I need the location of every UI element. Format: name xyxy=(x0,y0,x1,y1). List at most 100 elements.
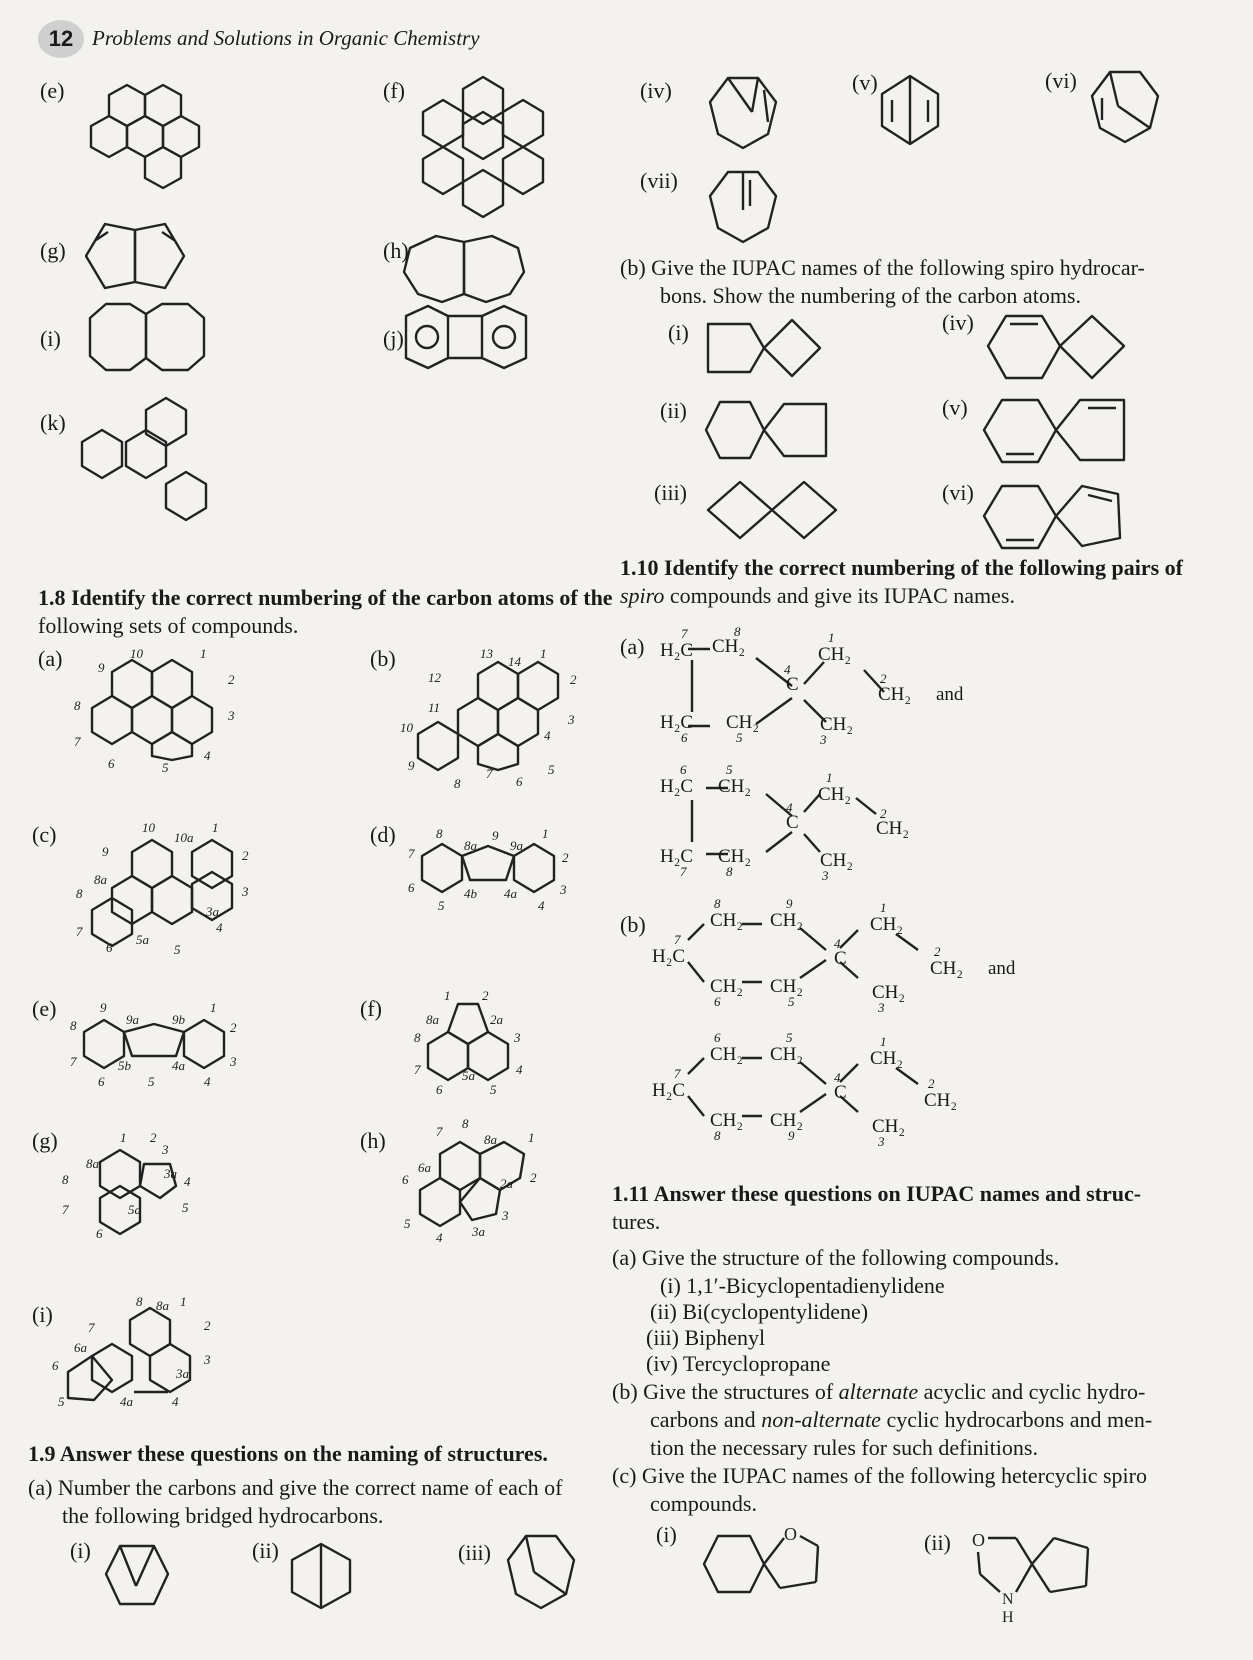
a1-c4: C xyxy=(786,674,799,695)
label-k-top: (k) xyxy=(40,410,66,435)
num-b-1: 1 xyxy=(540,646,547,661)
a2-c1: CH₂ xyxy=(818,784,852,805)
a1-n8: 8 xyxy=(734,624,741,639)
num-d-9: 9 xyxy=(492,828,499,843)
num-b-9: 9 xyxy=(408,758,415,773)
num-i-3: 3 xyxy=(203,1352,211,1367)
b2-c4: C xyxy=(834,1082,847,1103)
num-c-1: 1 xyxy=(212,820,219,835)
q110-line1-text: 1.10 Identify the correct numbering of t… xyxy=(620,555,1183,580)
num-e-9: 9 xyxy=(100,1000,107,1015)
numbered-compound-d: 8 8a 9 9a 1 2 3 4 4a 4b 5 6 7 xyxy=(408,826,569,913)
num-i-2: 2 xyxy=(204,1318,211,1333)
a1-c1: CH₂ xyxy=(818,644,852,665)
b2-c3: CH₂ xyxy=(872,1116,906,1137)
q111-b-line2: carbons and non-alternate cyclic hydroca… xyxy=(650,1406,1152,1433)
num-f-4: 4 xyxy=(516,1062,523,1077)
a2-c6: H₂C xyxy=(660,776,694,797)
oxazaspiro-ii-o-atom: O xyxy=(972,1530,985,1550)
numbered-benzopyrene-b: 13 14 1 2 3 4 5 6 7 8 9 10 11 12 xyxy=(400,646,577,791)
label-h-top: (h) xyxy=(383,238,409,263)
num-c-4: 4 xyxy=(216,920,223,935)
q111-c-label-i: (i) xyxy=(656,1522,677,1547)
triphenylene-structure xyxy=(80,396,208,522)
label-iv-bridged: (iv) xyxy=(640,78,672,103)
numbered-pyrene-a: 10 1 2 3 4 5 6 7 8 9 xyxy=(74,646,235,775)
a1-n6: 6 xyxy=(681,730,688,745)
a2-c2: CH₂ xyxy=(876,818,910,839)
a1-n5: 5 xyxy=(736,730,743,745)
q18-label-h: (h) xyxy=(360,1128,386,1153)
q19-line1-text: 1.9 Answer these questions on the naming… xyxy=(28,1441,548,1466)
num-i-8a: 8a xyxy=(156,1298,170,1313)
bicyclooctane-structure xyxy=(290,1542,352,1610)
q110-line2-rest: compounds and give its IUPAC names. xyxy=(664,583,1015,608)
label-g-top: (g) xyxy=(40,238,66,263)
b2-c8: CH₂ xyxy=(710,1110,744,1131)
num-f-8: 8 xyxy=(414,1030,421,1045)
q110-part-a: (a) xyxy=(620,634,645,659)
a1-n3: 3 xyxy=(820,732,827,747)
num-g-8: 8 xyxy=(62,1172,69,1187)
num-d-7: 7 xyxy=(408,846,415,861)
num-f-8a: 8a xyxy=(426,1012,440,1027)
heptalene-structure xyxy=(402,234,526,304)
q111-b2-rest: cyclic hydrocarbons and men- xyxy=(880,1407,1153,1432)
num-a-7: 7 xyxy=(74,734,81,749)
q18-label-d: (d) xyxy=(370,822,396,847)
q19b-label-vi: (vi) xyxy=(942,480,974,505)
num-a-9: 9 xyxy=(98,660,105,675)
num-a-6: 6 xyxy=(108,756,115,771)
b2-c6: CH₂ xyxy=(710,1044,744,1065)
numbered-compound-h: 7 8 8a 1 2 2a 3 3a 4 5 6 6a xyxy=(402,1116,537,1245)
q111-b2-pre: carbons and xyxy=(650,1407,762,1432)
num-h-5: 5 xyxy=(404,1216,411,1231)
q19b-label-v: (v) xyxy=(942,395,968,420)
b2-n3: 3 xyxy=(878,1134,885,1149)
num-e-8: 8 xyxy=(70,1018,77,1033)
q111-a-ii: (ii) Bi(cyclopentylidene) xyxy=(650,1299,869,1324)
a1-c7: H₂C xyxy=(660,640,694,661)
num-f-6: 6 xyxy=(436,1082,443,1097)
label-v-bridged: (v) xyxy=(852,70,878,95)
num-h-2a: 2a xyxy=(500,1176,514,1191)
q19-label-i: (i) xyxy=(70,1538,91,1563)
a2-n7: 7 xyxy=(680,864,687,879)
q18-label-b: (b) xyxy=(370,646,396,671)
b1-c6: CH₂ xyxy=(710,976,744,997)
num-i-8: 8 xyxy=(136,1294,143,1309)
num-b-11: 11 xyxy=(428,700,440,715)
q110-line2: spiro compounds and give its IUPAC names… xyxy=(620,582,1015,609)
a2-n8: 8 xyxy=(726,864,733,879)
num-b-2: 2 xyxy=(570,672,577,687)
num-g-7: 7 xyxy=(62,1202,69,1217)
num-i-4: 4 xyxy=(172,1394,179,1409)
q111-c-label-ii: (ii) xyxy=(924,1530,951,1555)
a2-n5: 5 xyxy=(726,762,733,777)
num-e-6: 6 xyxy=(98,1074,105,1089)
oxaspiro-i-o-atom: O xyxy=(784,1524,797,1544)
num-b-13: 13 xyxy=(480,646,494,661)
num-f-1: 1 xyxy=(444,988,451,1003)
num-c-7: 7 xyxy=(76,924,83,939)
num-b-14: 14 xyxy=(508,654,522,669)
q111-a-iii: (iii) Biphenyl xyxy=(646,1325,766,1350)
label-e-top: (e) xyxy=(40,78,65,103)
b1-c1: CH₂ xyxy=(870,914,904,935)
spiro-iv-structure xyxy=(986,314,1126,380)
num-c-10a: 10a xyxy=(174,830,194,845)
b2-c2: CH₂ xyxy=(924,1090,958,1111)
b2-c9: CH₂ xyxy=(770,1110,804,1131)
q18-line1: 1.8 Identify the correct numbering of th… xyxy=(38,584,613,611)
q111-line1-text: 1.11 Answer these questions on IUPAC nam… xyxy=(612,1181,1142,1206)
num-b-6: 6 xyxy=(516,774,523,789)
q111-b-line1: (b) Give the structures of alternate acy… xyxy=(612,1378,1145,1405)
label-vi-bridged: (vi) xyxy=(1045,68,1077,93)
num-i-4a: 4a xyxy=(120,1394,134,1409)
spiro-formula-a1-bonds xyxy=(688,647,885,728)
spiro-i-structure xyxy=(706,318,822,378)
b1-c4: C xyxy=(834,948,847,969)
a1-n2: 2 xyxy=(880,671,887,686)
b2-n9: 9 xyxy=(788,1128,795,1143)
a2-n4: 4 xyxy=(786,800,793,815)
